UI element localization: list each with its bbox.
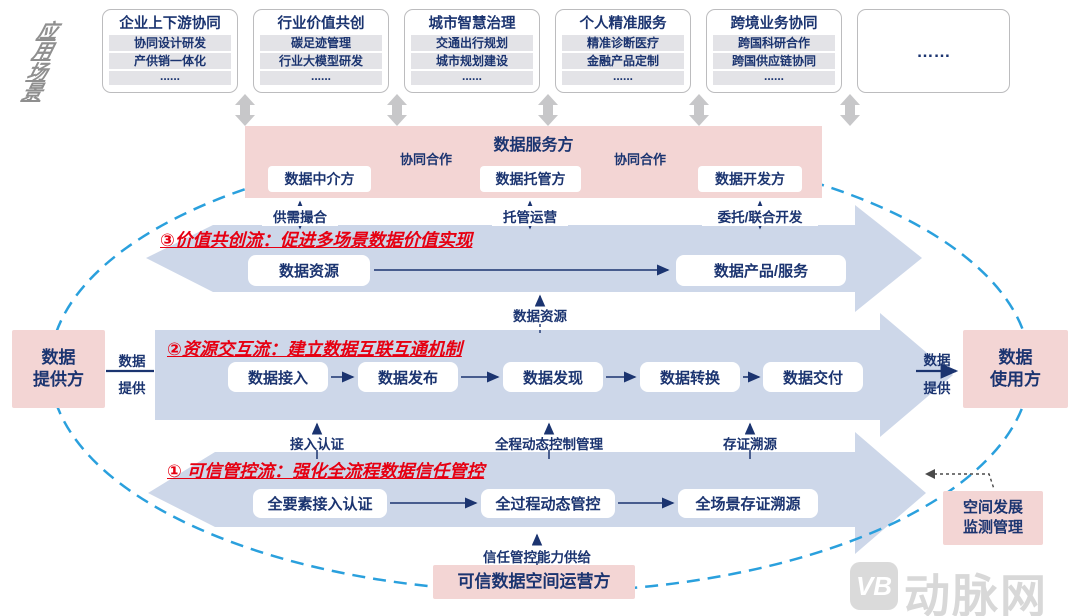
role-data-custodian: 数据托管方: [480, 166, 581, 192]
trust-strip-dynamic-control: 全程动态控制管理: [495, 437, 603, 452]
flow1-step-evidence-trace: 全场景存证溯源: [678, 489, 818, 518]
function-joint-development: 委托/联合开发: [702, 206, 818, 226]
scenario-item: 跨国供应链协同: [713, 53, 835, 69]
scenario-more-dots: ……: [916, 42, 951, 61]
function-matchmaking: 供需撮合: [262, 206, 338, 226]
consumer-link-label-top: 数据: [923, 353, 951, 368]
data-service-title: 数据服务方: [493, 137, 574, 154]
function-hosting: 托管运营: [492, 206, 568, 226]
scenario-item-dots: ......: [411, 70, 533, 85]
scenario-item: 碳足迹管理: [260, 35, 382, 51]
watermark-brand-text: 动脉网: [904, 570, 1048, 616]
trust-strip-evidence-trace: 存证溯源: [723, 437, 777, 452]
data-provider-box: 数据 提供方: [12, 330, 105, 408]
scenario-title: 企业上下游协同: [119, 16, 221, 32]
flow1-step-dynamic-control: 全过程动态管控: [481, 489, 615, 518]
flow1-title: ① 可信管控流：强化全流程数据信任管控: [167, 461, 485, 481]
scenario-box-more: ……: [857, 9, 1010, 93]
scenario-item-dots: ......: [260, 70, 382, 85]
scenario-item: 产供销一体化: [109, 53, 231, 69]
scenario-item: 交通出行规划: [411, 35, 533, 51]
trusted-space-operator-box: 可信数据空间运营方: [433, 565, 635, 599]
role-data-developer: 数据开发方: [698, 166, 802, 192]
role-data-broker: 数据中介方: [268, 166, 371, 192]
scenario-box-personal: 个人精准服务 精准诊断医疗 金融产品定制 ......: [555, 9, 691, 93]
scenario-title: 行业价值共创: [277, 16, 365, 32]
flow3-title: ③价值共创流：促进多场景数据价值实现: [160, 230, 473, 250]
consumer-link-label-bottom: 提供: [923, 381, 951, 396]
trust-capability-supply-label: 信任管控能力供给: [483, 550, 591, 565]
scenario-banner-double-arrows: [235, 94, 860, 126]
scenario-title: 个人精准服务: [579, 16, 667, 32]
scenario-item-dots: ......: [562, 70, 684, 85]
monitor-connector-dotted-arrow: [925, 469, 995, 490]
flow3-target-box: 数据产品/服务: [676, 255, 846, 286]
scenario-box-crossborder: 跨境业务协同 跨国科研合作 跨国供应链协同 ......: [706, 9, 842, 93]
scenario-item: 城市规划建设: [411, 53, 533, 69]
scenario-item-dots: ......: [109, 70, 231, 85]
watermark-logo-icon: VB: [850, 562, 898, 610]
scenario-item: 行业大模型研发: [260, 53, 382, 69]
scenario-box-city: 城市智慧治理 交通出行规划 城市规划建设 ......: [404, 9, 540, 93]
scenario-box-industry: 行业价值共创 碳足迹管理 行业大模型研发 ......: [253, 9, 389, 93]
flow2-step-access: 数据接入: [228, 362, 328, 392]
provider-link-label-bottom: 提供: [118, 381, 146, 396]
scenario-title: 跨境业务协同: [730, 16, 818, 32]
trust-strip-arrows: [311, 422, 756, 459]
space-development-monitor-box: 空间发展 监测管理: [943, 491, 1043, 545]
cooperation-label-left: 协同合作: [399, 152, 452, 167]
data-consumer-box: 数据 使用方: [963, 330, 1068, 408]
scenario-box-enterprise: 企业上下游协同 协同设计研发 产供销一体化 ......: [102, 9, 238, 93]
scenario-item: 跨国科研合作: [713, 35, 835, 51]
scenario-item: 金融产品定制: [562, 53, 684, 69]
flow1-step-access-auth: 全要素接入认证: [253, 489, 387, 518]
flow2-step-deliver: 数据交付: [763, 362, 863, 392]
mid-resource-label: 数据资源: [513, 309, 567, 324]
provider-link-label-top: 数据: [118, 354, 146, 369]
flow2-step-discover: 数据发现: [503, 362, 603, 392]
cooperation-label-right: 协同合作: [613, 152, 666, 167]
scenario-item: 协同设计研发: [109, 35, 231, 51]
trust-strip-access-auth: 接入认证: [290, 437, 344, 452]
flow2-step-publish: 数据发布: [358, 362, 458, 392]
flow3-source-box: 数据资源: [248, 255, 370, 286]
scenario-item: 精准诊断医疗: [562, 35, 684, 51]
scenario-title: 城市智慧治理: [428, 16, 516, 32]
scenario-item-dots: ......: [713, 70, 835, 85]
flow2-title: ②资源交互流：建立数据互联互通机制: [167, 339, 462, 359]
flow2-step-transform: 数据转换: [640, 362, 740, 392]
